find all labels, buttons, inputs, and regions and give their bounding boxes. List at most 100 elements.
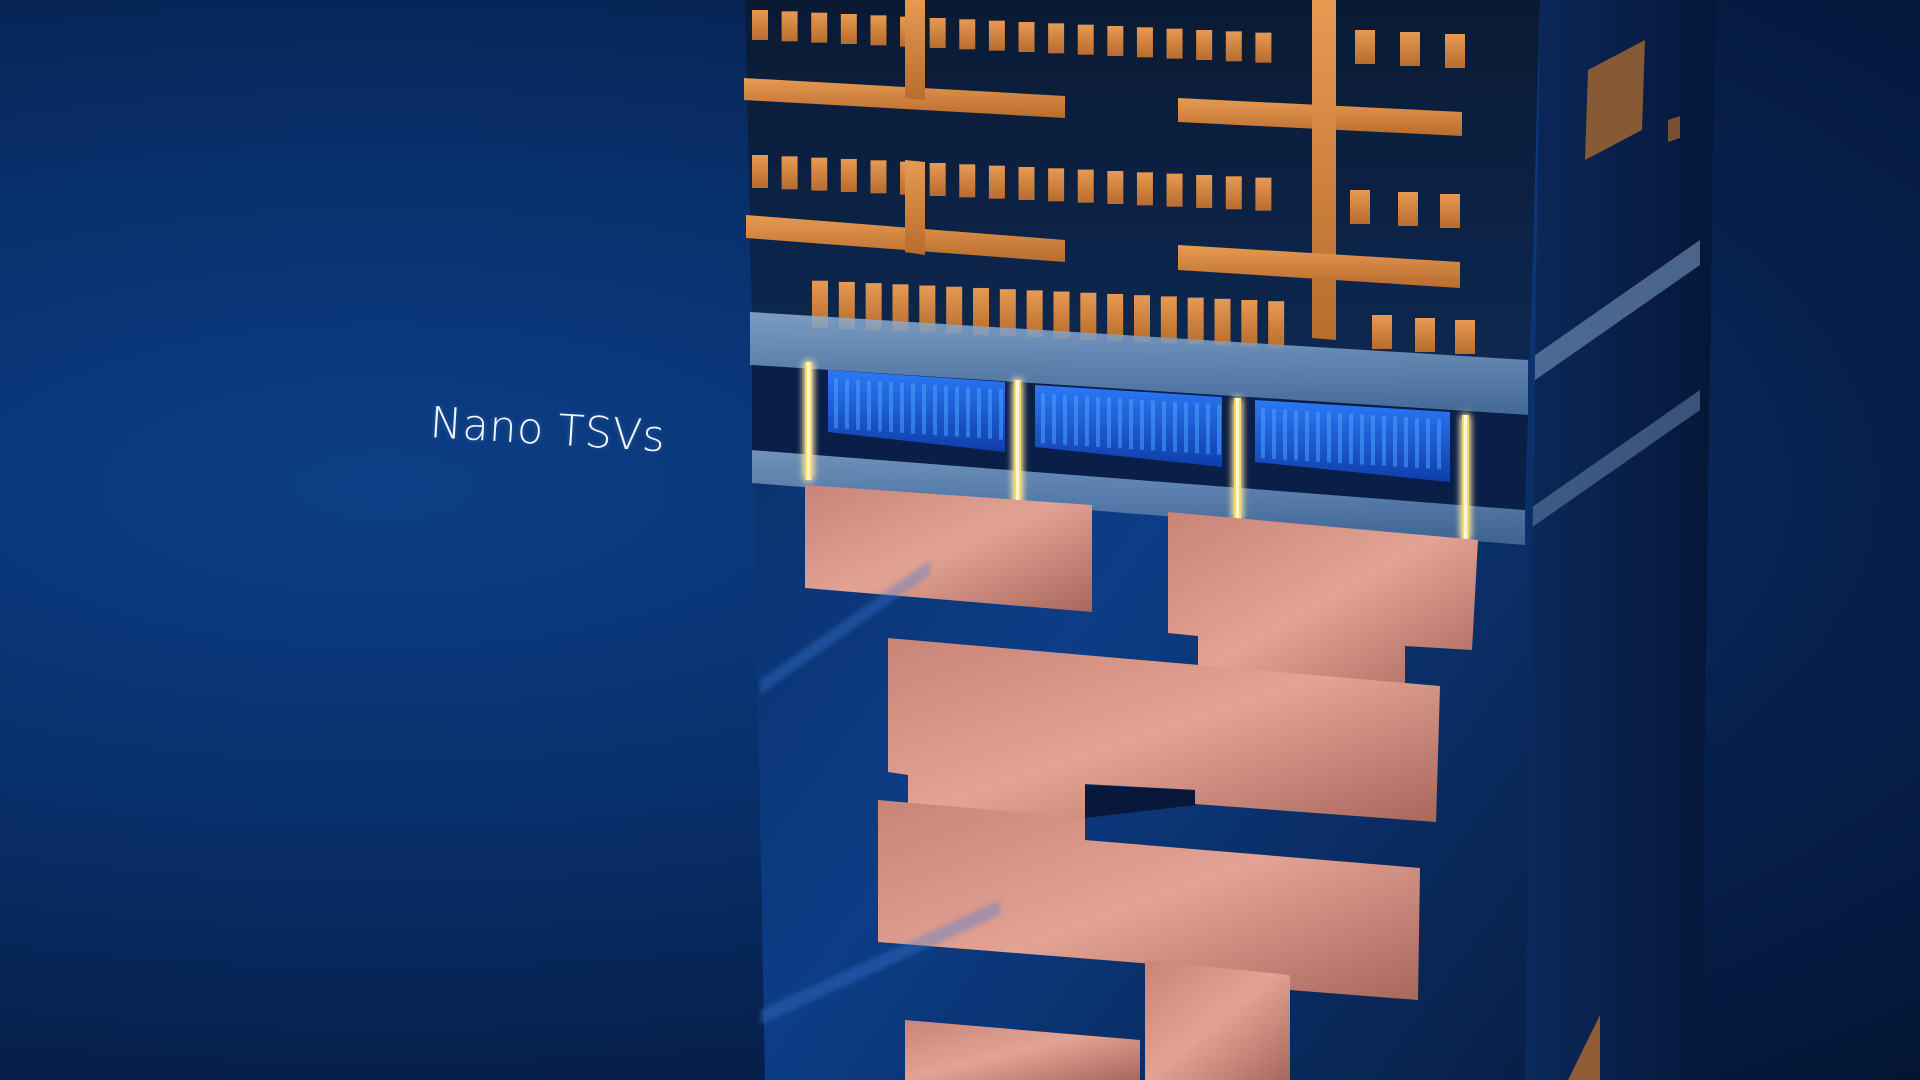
tsv-highlight: [1236, 398, 1239, 520]
memory-cell-fin: [1283, 409, 1287, 460]
memory-cell-fin: [1426, 418, 1430, 469]
memory-cell-fin: [1162, 401, 1166, 452]
memory-cell-fin: [900, 382, 904, 433]
metal-pad: [1134, 295, 1150, 343]
metal-interconnect-layer: [744, 0, 1475, 354]
metal-pad: [919, 285, 936, 333]
memory-cell-fin: [1107, 397, 1111, 448]
metal-pad: [892, 284, 909, 332]
memory-cell-fin: [933, 385, 937, 436]
memory-cell-fin: [1151, 400, 1155, 451]
tsv-highlight: [1016, 380, 1019, 505]
memory-cell-fin: [1063, 394, 1067, 445]
metal-pad: [1214, 298, 1231, 346]
memory-cell-array: [828, 370, 1450, 482]
memory-cell-fin: [1041, 393, 1045, 444]
memory-cell-fin: [1184, 402, 1188, 453]
light-reflections: [760, 560, 1000, 1025]
metal-pad: [1415, 318, 1435, 352]
metal-pad: [1372, 315, 1392, 349]
metal-pad: [838, 281, 855, 329]
metal-pad: [870, 160, 887, 194]
metal-pad: [1255, 177, 1272, 211]
memory-cell-fin: [1085, 396, 1089, 447]
metal-pad: [1077, 24, 1094, 55]
metal-pad: [946, 286, 963, 334]
memory-cell-fin: [955, 386, 959, 437]
metal-pad: [929, 162, 946, 196]
metal-pad: [973, 287, 989, 335]
metal-riser: [905, 160, 925, 255]
metal-pad: [1440, 194, 1460, 228]
metal-pad: [1445, 34, 1465, 68]
memory-cell-fin: [999, 389, 1003, 440]
metal-pad: [840, 158, 857, 192]
metal-pad: [1026, 290, 1043, 338]
memory-cell-fin: [1261, 408, 1265, 459]
nano-tsvs: [805, 362, 1469, 540]
memory-cell-block: [828, 370, 1005, 452]
memory-cell-fin: [889, 382, 893, 433]
metal-pad: [1166, 173, 1183, 207]
metal-pad: [840, 13, 857, 44]
metal-pad: [812, 280, 828, 328]
metal-riser: [905, 0, 925, 100]
metal-pad: [1053, 291, 1070, 339]
metal-pad: [1018, 166, 1035, 200]
metal-pad: [811, 12, 828, 43]
memory-cell-fin: [1382, 415, 1386, 466]
tsv-via: [1234, 398, 1241, 520]
memory-cell-fin: [1415, 417, 1419, 468]
metal-pad: [959, 164, 976, 198]
memory-cell-fin: [977, 388, 981, 439]
metal-trunk: [1178, 245, 1460, 288]
memory-cell-fin: [1206, 403, 1210, 454]
metal-pad: [1255, 32, 1272, 63]
memory-cell-fin: [988, 388, 992, 439]
memory-cell-fin: [1140, 399, 1144, 450]
metal-pad: [1196, 174, 1213, 208]
metal-pad: [1048, 168, 1065, 202]
metal-pad: [1107, 25, 1124, 56]
memory-cell-fin: [1437, 419, 1441, 470]
metal-pad: [1077, 169, 1094, 203]
metal-pad: [1136, 27, 1153, 58]
tsv-via: [805, 362, 812, 480]
metal-pad: [988, 20, 1005, 51]
metal-pad: [1268, 301, 1285, 349]
memory-cell-fin: [878, 381, 882, 432]
memory-cell-fin: [1316, 411, 1320, 462]
memory-cell-fin: [1371, 415, 1375, 466]
metal-pad: [865, 283, 882, 331]
metal-pad: [1196, 29, 1213, 60]
metal-pad: [752, 10, 768, 40]
tsv-via: [1014, 380, 1021, 505]
memory-cell-fin: [1052, 394, 1056, 445]
metal-pad: [1080, 292, 1097, 340]
metal-trunk: [744, 78, 1065, 118]
metal-pad: [959, 19, 976, 50]
metal-pad: [1187, 297, 1204, 345]
metal-pad: [1160, 296, 1177, 344]
memory-cell-fin: [1118, 398, 1122, 449]
memory-cell-fin: [1349, 413, 1353, 464]
memory-cell-fin: [856, 379, 860, 430]
memory-cell-fin: [834, 378, 838, 429]
memory-cell-fin: [867, 380, 871, 431]
memory-cell-fin: [1294, 410, 1298, 461]
metal-pad: [752, 155, 768, 188]
metal-pad: [1107, 170, 1124, 204]
stack-side-face: [1505, 0, 1715, 1080]
memory-cell-fin: [1217, 404, 1221, 455]
memory-cell-fin: [944, 385, 948, 436]
metal-pad: [929, 17, 946, 48]
memory-cell-fin: [1305, 411, 1309, 462]
metal-pad: [999, 289, 1016, 337]
metal-pad: [1225, 176, 1242, 210]
memory-cell-fin: [966, 387, 970, 438]
memory-cell-fin: [1338, 413, 1342, 464]
memory-cell-fin: [911, 383, 915, 434]
memory-cell-fin: [1360, 414, 1364, 465]
metal-pad: [781, 156, 798, 190]
memory-cell-fin: [845, 379, 849, 430]
